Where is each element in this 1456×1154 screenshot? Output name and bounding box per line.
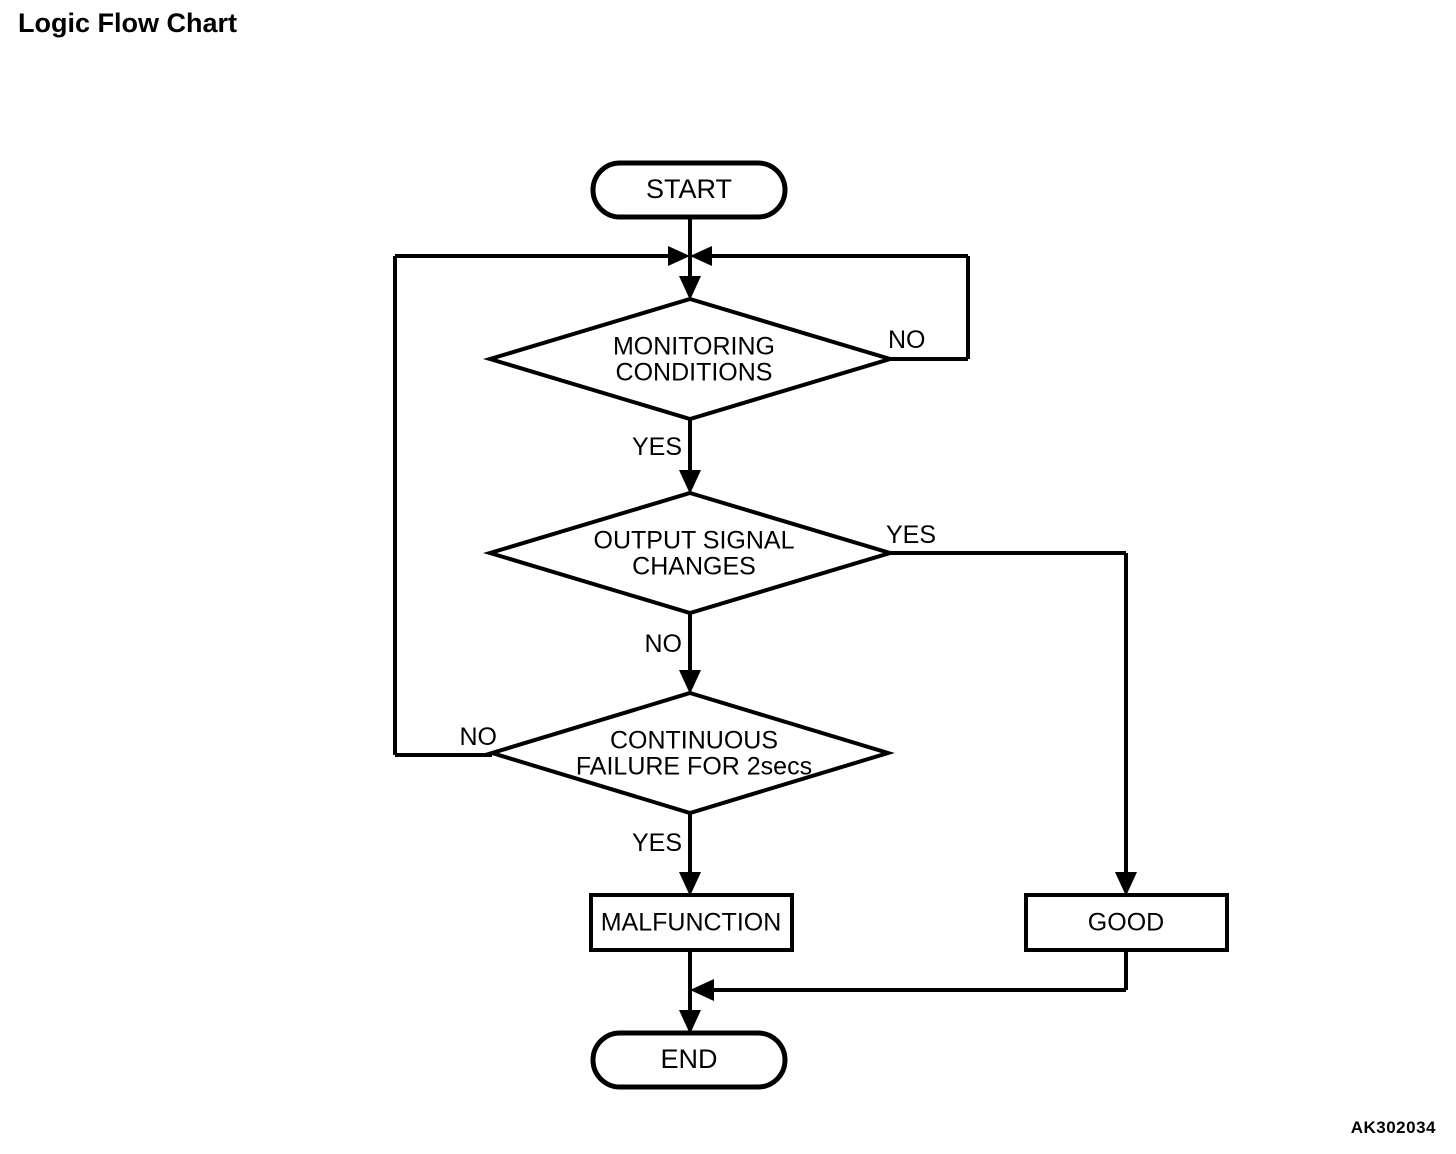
edge-label-continuous-no: NO [460,723,498,751]
arrowhead-into-output-signal [679,470,701,494]
arrowhead-into-monitoring [679,276,701,300]
end-label: END [660,1044,717,1074]
monitoring-conditions-label-line2: CONDITIONS [616,359,773,387]
node-output-signal-changes: OUTPUT SIGNAL CHANGES [483,490,897,616]
start-label: START [646,174,732,204]
node-malfunction: MALFUNCTION [589,893,794,952]
continuous-failure-label-line1: CONTINUOUS [610,727,778,755]
arrowhead-into-end [679,1010,701,1034]
arrowhead-good-merge [690,979,714,1001]
continuous-failure-label-line2: FAILURE FOR 2secs [576,753,812,781]
good-shape [1024,893,1229,952]
edge-label-monitoring-no: NO [888,326,926,354]
good-label: GOOD [1088,909,1164,937]
malfunction-label: MALFUNCTION [601,909,782,937]
page-title: Logic Flow Chart [18,8,237,38]
output-signal-changes-label-line2: CHANGES [632,553,756,581]
edge-label-monitoring-yes: YES [632,433,682,461]
arrowhead-into-good [1115,872,1137,896]
node-good: GOOD [1024,893,1229,952]
edge-label-continuous-yes: YES [632,829,682,857]
node-monitoring-conditions: MONITORING CONDITIONS [483,296,897,422]
arrowhead-right-loopback-into-junction [690,246,712,266]
node-end: END [590,1030,788,1090]
edge-label-output-no: NO [645,630,683,658]
output-signal-changes-label-line1: OUTPUT SIGNAL [594,527,795,555]
arrowhead-into-malfunction [679,872,701,896]
arrowhead-left-loopback-into-junction [668,246,690,266]
edge-label-output-yes: YES [886,521,936,549]
end-shape [590,1030,788,1090]
monitoring-conditions-label-line1: MONITORING [613,333,775,361]
arrowhead-into-continuous-failure [679,670,701,694]
reference-code: AK302034 [1350,1118,1436,1137]
node-continuous-failure: CONTINUOUS FAILURE FOR 2secs [485,690,895,816]
node-start: START [590,160,788,220]
